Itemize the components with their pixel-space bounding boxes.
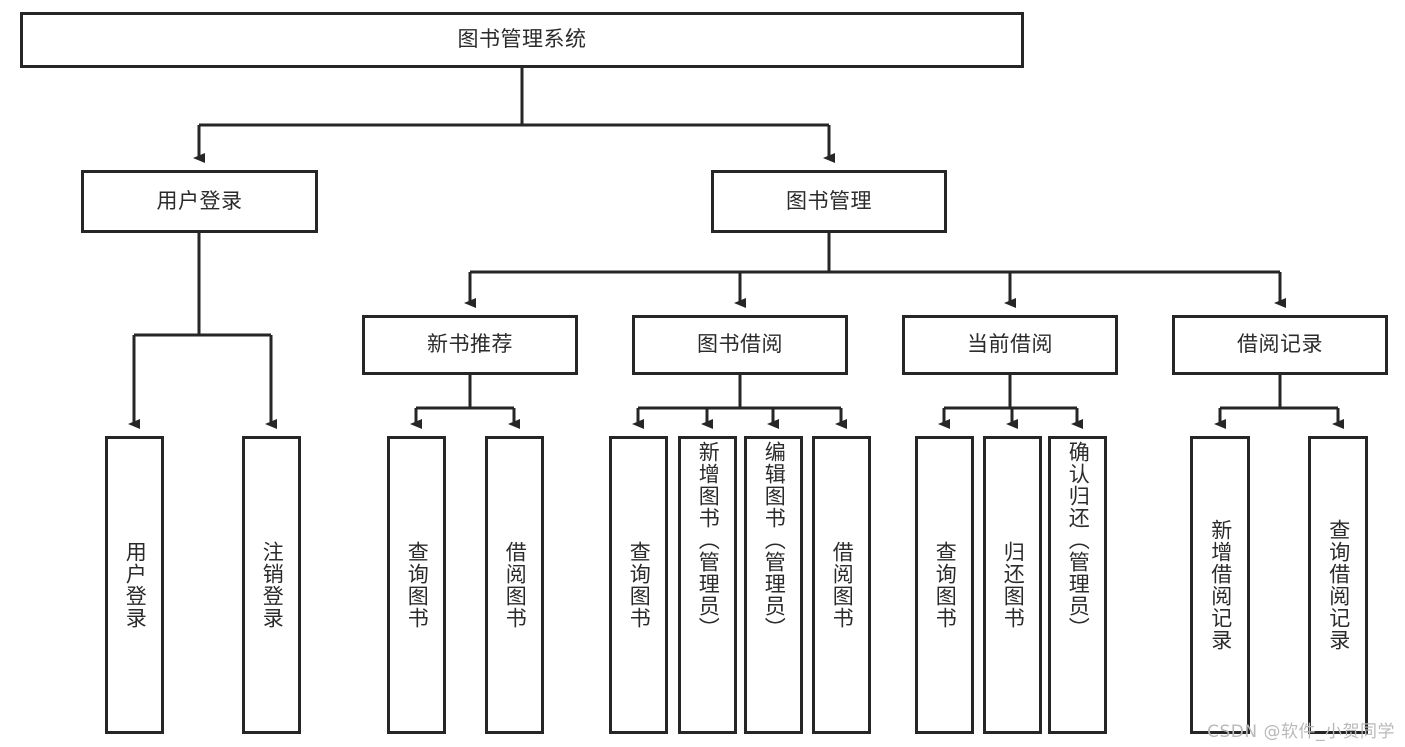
- leaf-return-book[interactable]: 归还图书: [983, 436, 1042, 734]
- node-user-login-label: 用户登录: [156, 188, 243, 213]
- leaf-logout[interactable]: 注销登录: [242, 436, 301, 734]
- leaf-query-book-2-label: 查询图书: [627, 541, 652, 629]
- leaf-confirm-return[interactable]: 确认归还（管理员）: [1048, 436, 1107, 734]
- leaf-add-book-admin-label: 新增图书（管理员）: [696, 441, 721, 639]
- leaf-user-login-label: 用户登录: [123, 541, 148, 629]
- leaf-add-book-admin[interactable]: 新增图书（管理员）: [678, 436, 737, 734]
- leaf-edit-book-admin-label: 编辑图书（管理员）: [762, 441, 787, 639]
- leaf-query-book-2[interactable]: 查询图书: [609, 436, 668, 734]
- leaf-borrow-book-1[interactable]: 借阅图书: [485, 436, 544, 734]
- edge-user-login-to-leaves: [128, 233, 277, 429]
- watermark: CSDN @软件_小贺同学: [1207, 722, 1395, 742]
- node-root-label: 图书管理系统: [457, 27, 587, 52]
- node-book-borrow[interactable]: 图书借阅: [632, 315, 848, 375]
- node-book-manage[interactable]: 图书管理: [711, 170, 947, 233]
- node-current-borrow-label: 当前借阅: [967, 332, 1053, 357]
- edge-current-borrow-to-leaves: [938, 375, 1083, 429]
- leaf-borrow-book-1-label: 借阅图书: [503, 541, 528, 629]
- edge-book-borrow-to-leaves: [632, 375, 847, 429]
- leaf-user-login[interactable]: 用户登录: [105, 436, 164, 734]
- node-current-borrow[interactable]: 当前借阅: [902, 315, 1118, 375]
- leaf-borrow-book-2[interactable]: 借阅图书: [812, 436, 871, 734]
- edge-root-to-level2: [193, 68, 835, 163]
- leaf-query-book-1-label: 查询图书: [405, 541, 430, 629]
- edge-book-manage-to-level3: [464, 233, 1286, 308]
- leaf-query-borrow-record[interactable]: 查询借阅记录: [1308, 436, 1368, 734]
- node-book-borrow-label: 图书借阅: [697, 332, 783, 357]
- node-borrow-record-label: 借阅记录: [1237, 332, 1323, 357]
- leaf-return-book-label: 归还图书: [1001, 541, 1026, 629]
- leaf-query-book-3[interactable]: 查询图书: [915, 436, 974, 734]
- leaf-add-borrow-record-label: 新增借阅记录: [1208, 519, 1233, 651]
- node-borrow-record[interactable]: 借阅记录: [1172, 315, 1388, 375]
- leaf-query-book-1[interactable]: 查询图书: [387, 436, 446, 734]
- edge-borrow-record-to-leaves: [1214, 375, 1344, 429]
- node-new-book-recommend-label: 新书推荐: [427, 332, 513, 357]
- node-root[interactable]: 图书管理系统: [20, 12, 1024, 68]
- leaf-confirm-return-label: 确认归还（管理员）: [1066, 441, 1091, 639]
- leaf-logout-label: 注销登录: [260, 541, 285, 629]
- node-book-manage-label: 图书管理: [786, 188, 872, 213]
- leaf-query-book-3-label: 查询图书: [933, 541, 958, 629]
- node-new-book-recommend[interactable]: 新书推荐: [362, 315, 578, 375]
- leaf-edit-book-admin[interactable]: 编辑图书（管理员）: [744, 436, 803, 734]
- edge-new-book-recommend-to-leaves: [410, 375, 520, 429]
- leaf-query-borrow-record-label: 查询借阅记录: [1326, 519, 1351, 651]
- leaf-borrow-book-2-label: 借阅图书: [830, 541, 855, 629]
- node-user-login[interactable]: 用户登录: [81, 170, 318, 233]
- leaf-add-borrow-record[interactable]: 新增借阅记录: [1190, 436, 1250, 734]
